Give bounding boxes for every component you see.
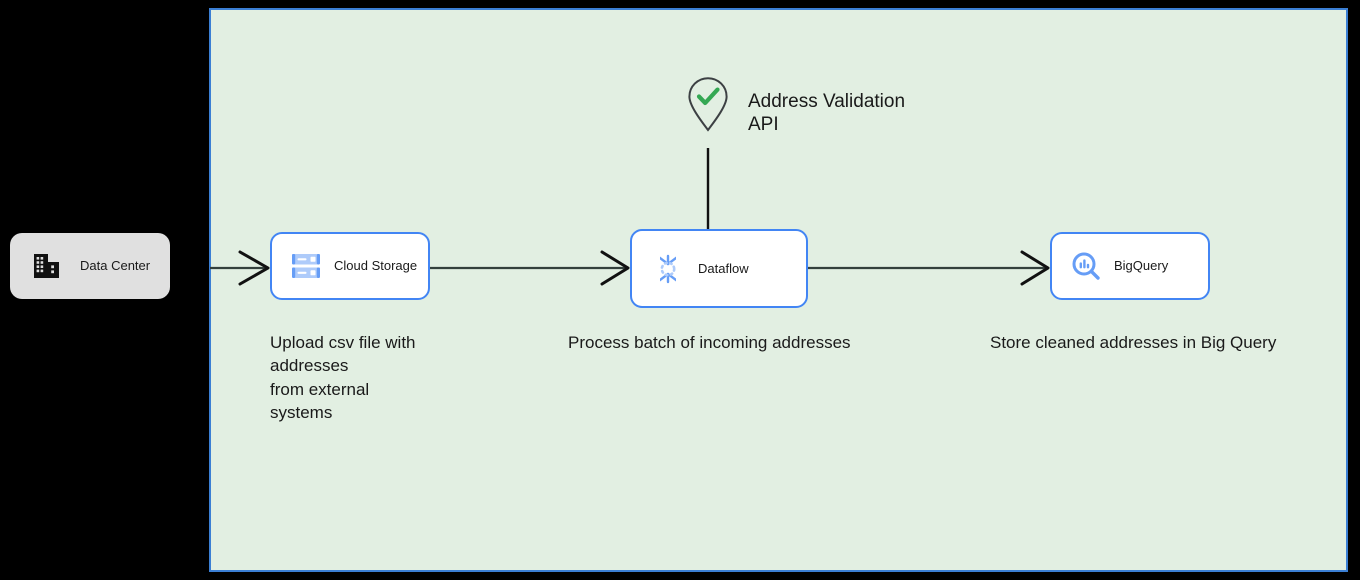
node-label-bigquery: BigQuery <box>1114 258 1169 274</box>
bigquery-icon <box>1070 250 1102 282</box>
cloud-storage-icon <box>290 251 322 281</box>
node-cloud-storage[interactable]: Cloud Storage <box>270 232 430 300</box>
dataflow-icon <box>652 253 684 285</box>
node-address-validation-api[interactable]: Address Validation API <box>686 76 905 136</box>
caption-dataflow: Process batch of incoming addresses <box>568 333 851 352</box>
node-data-center[interactable]: Data Center <box>10 233 170 299</box>
caption-bigquery: Store cleaned addresses in Big Query <box>990 333 1277 352</box>
node-bigquery[interactable]: BigQuery <box>1050 232 1210 300</box>
api-node-label: Address Validation API <box>748 91 906 136</box>
building-icon <box>32 251 62 281</box>
node-label-cloud-storage: Cloud Storage <box>334 258 418 274</box>
node-label-dataflow: Dataflow <box>698 260 749 276</box>
node-label-data-center: Data Center <box>80 258 151 274</box>
caption-cloud-storage: Upload csv file with addresses from exte… <box>270 333 416 422</box>
map-pin-check-icon <box>686 76 730 132</box>
node-dataflow[interactable]: Dataflow <box>630 229 808 308</box>
